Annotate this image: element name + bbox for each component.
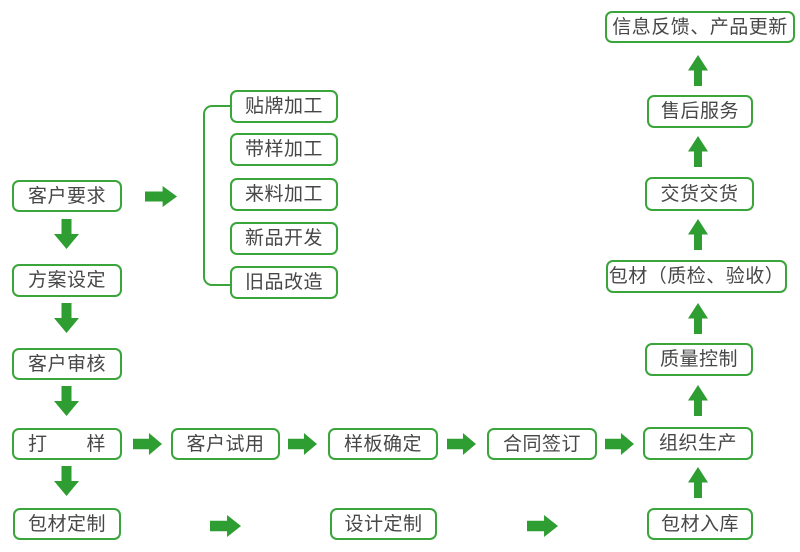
arrow-right-icon [210,515,241,537]
arrow-right-icon [447,433,476,455]
arrow-right-icon [527,515,558,537]
arrow-right-icon [288,433,317,455]
node-sampling: 打 样 [12,428,122,460]
node-sample-processing: 带样加工 [230,133,338,166]
node-delivery: 交货交货 [645,177,754,211]
node-packaging-warehousing: 包材入库 [647,508,753,540]
arrow-up-icon [688,136,708,167]
node-info-feedback-product-update: 信息反馈、产品更新 [605,11,795,43]
arrow-right-icon [605,433,634,455]
node-quality-control: 质量控制 [645,343,753,376]
node-sample-confirmation: 样板确定 [328,428,438,460]
node-packaging-inspection: 包材（质检、验收） [606,260,787,293]
node-incoming-material-processing: 来料加工 [230,178,338,211]
arrow-up-icon [688,219,708,250]
arrow-right-icon [133,433,162,455]
node-customer-requirements: 客户要求 [12,180,122,212]
node-oem-processing: 贴牌加工 [230,90,338,123]
node-design-customization: 设计定制 [330,508,437,540]
arrow-right-icon [145,186,177,207]
arrow-down-icon [54,303,79,333]
node-plan-setting: 方案设定 [12,264,122,297]
node-packaging-customization: 包材定制 [13,508,121,540]
arrow-down-icon [54,386,79,416]
arrow-up-icon [688,467,708,498]
arrow-up-icon [688,55,708,86]
arrow-down-icon [54,219,79,249]
arrow-up-icon [688,385,708,416]
node-production-organization: 组织生产 [643,427,753,460]
arrow-up-icon [688,303,708,334]
arrow-down-icon [54,466,79,496]
bracket-connector [203,105,231,286]
node-customer-trial: 客户试用 [171,428,280,460]
node-new-product-development: 新品开发 [230,222,338,255]
node-old-product-renovation: 旧品改造 [230,266,338,299]
node-customer-review: 客户审核 [12,348,122,380]
node-contract-signing: 合同签订 [487,428,597,460]
node-after-sales-service: 售后服务 [647,95,753,128]
